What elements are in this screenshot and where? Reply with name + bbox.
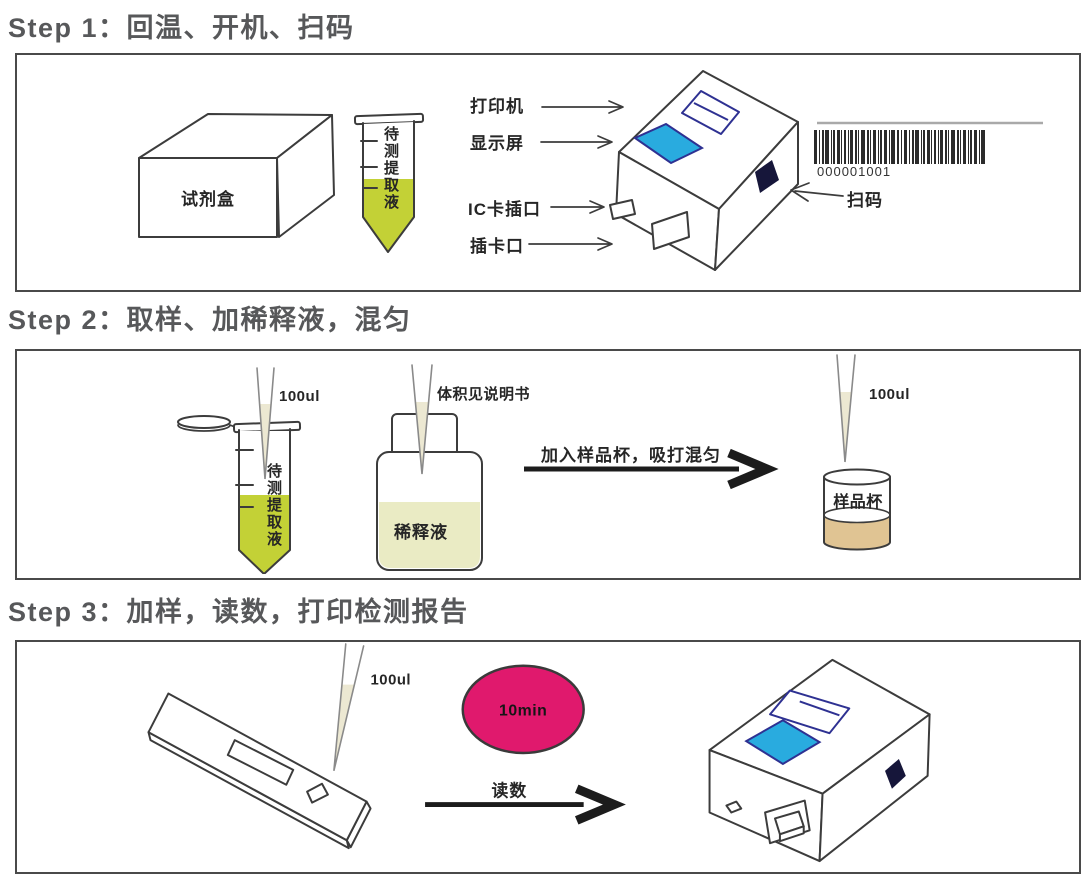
ic-card-slot (609, 199, 636, 220)
barcode: 000001001 (814, 121, 1043, 179)
timer-label: 10min (499, 702, 547, 719)
tube-liquid (239, 495, 290, 574)
extract-tube (353, 112, 425, 253)
analyzer-device (609, 70, 799, 271)
printer-arrow (541, 100, 624, 114)
sample-pipette-volume: 100ul (869, 386, 910, 403)
ic-card-slot (725, 800, 743, 814)
printer-window (769, 689, 851, 735)
timer-shape (461, 664, 585, 755)
tube1-vertical-label: 待测提取液 (382, 126, 399, 211)
tube2-vertical-label: 待测提取液 (265, 463, 282, 548)
extract-tube-open: 100ul (177, 367, 320, 574)
step3-diagram: 100ul 10min 读数 (147, 643, 931, 863)
cup-label: 样品杯 (833, 492, 883, 511)
printer-window (681, 90, 740, 135)
display-arrow (540, 135, 613, 149)
pipette (411, 364, 433, 475)
ic-slot-arrow (550, 200, 605, 214)
pipette-volume: 100ul (279, 388, 320, 405)
sample-cup: 100ul 样品杯 (823, 354, 910, 551)
ic-slot-label: IC卡插口 (468, 199, 541, 219)
printer-slit (799, 700, 840, 717)
barcode-number: 000001001 (817, 164, 891, 179)
inserted-card-edge (778, 825, 805, 843)
step1-panel: 试剂盒 (15, 53, 1081, 292)
reagent-box: 试剂盒 (138, 113, 335, 238)
card-slot-label: 插卡口 (470, 236, 524, 256)
tube-graduations (360, 140, 378, 189)
timer-oval: 10min (461, 664, 585, 755)
step1-title: Step 1：回温、开机、扫码 (8, 13, 355, 43)
pipette-volume: 100ul (371, 673, 411, 689)
diluent-liquid (379, 502, 480, 568)
read-arrow: 读数 (425, 781, 626, 825)
analyzer-device (708, 658, 931, 863)
step2-panel: 100ul 稀释液 体积见说明书 加入样品杯，吸打混匀 (15, 349, 1081, 580)
scan-window (755, 160, 779, 193)
test-cassette: 100ul (147, 643, 411, 850)
display-label: 显示屏 (470, 134, 524, 153)
read-window (226, 739, 295, 786)
scan-window (885, 758, 906, 789)
pipette-liquid (259, 404, 272, 479)
pipette-liquid (415, 402, 429, 474)
display-screen (744, 719, 822, 766)
tube-cap (177, 415, 231, 429)
pipette (836, 354, 856, 463)
mix-arrow-label: 加入样品杯，吸打混匀 (540, 445, 721, 465)
diluent-label: 稀释液 (394, 522, 448, 542)
tube-graduations (235, 449, 254, 508)
pipette (256, 367, 275, 480)
pipette (333, 643, 365, 772)
step3-title: Step 3：加样，读数，打印检测报告 (8, 597, 469, 627)
reagent-box-label: 试剂盒 (181, 189, 235, 209)
display-screen (632, 122, 705, 165)
cup-rim (823, 468, 891, 486)
mix-arrow: 加入样品杯，吸打混匀 (524, 445, 779, 490)
scan-arrow (790, 182, 844, 202)
cup-liquid (824, 515, 890, 550)
pipette-liquid (839, 392, 852, 462)
diluent-pipette-note: 体积见说明书 (437, 385, 530, 403)
read-arrow-label: 读数 (491, 781, 527, 801)
step3-panel: 100ul 10min 读数 (15, 640, 1081, 874)
printer-slit (693, 102, 729, 121)
step1-diagram: 试剂盒 (138, 70, 1043, 271)
step1-callouts: 打印机 显示屏 IC卡插口 插卡口 扫码 (468, 96, 883, 256)
step2-diagram: 100ul 稀释液 体积见说明书 加入样品杯，吸打混匀 (177, 354, 910, 574)
diluent-bottle: 稀释液 体积见说明书 (376, 364, 530, 571)
printer-label: 打印机 (470, 96, 524, 116)
card-slot (651, 211, 690, 250)
sample-well (306, 782, 329, 804)
scan-label: 扫码 (847, 190, 883, 210)
card-slot-arrow (528, 237, 613, 251)
step2-title: Step 2：取样、加稀释液，混匀 (8, 305, 412, 335)
